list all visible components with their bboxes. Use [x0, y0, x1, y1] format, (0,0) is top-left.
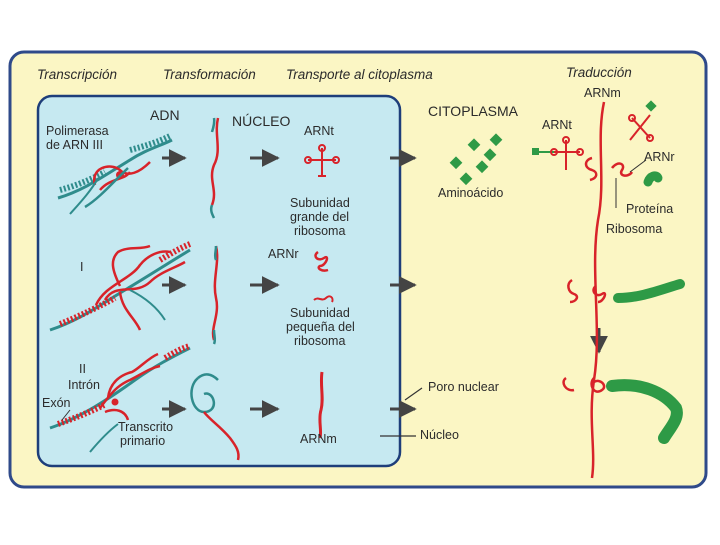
nucleus-pointer-label: Núcleo	[420, 428, 459, 442]
rrna-large-icon	[314, 250, 329, 272]
stage-transformation: Transformación	[163, 67, 256, 82]
pol-one-label: I	[80, 260, 84, 274]
stage-translation: Traducción	[566, 65, 632, 80]
cytoplasm-label: CITOPLASMA	[428, 103, 518, 119]
stage-transcription: Transcripción	[37, 67, 118, 82]
primary-transcript-line2: primario	[120, 434, 166, 448]
ribosome-subunits	[562, 156, 634, 393]
trna-nucleus-icon	[304, 144, 340, 177]
small-subunit-line1: Subunidad	[290, 306, 350, 320]
intron-label: Intrón	[68, 378, 100, 392]
amino-acids	[449, 133, 503, 186]
rrna-cytoplasm-label: ARNr	[644, 150, 675, 164]
protein-label: Proteína	[626, 202, 674, 216]
nuclear-pore-label: Poro nuclear	[428, 380, 499, 394]
stage-transport: Transporte al citoplasma	[286, 67, 433, 82]
small-subunit-line2: pequeña del	[286, 320, 355, 334]
dna-label: ADN	[150, 107, 180, 123]
rrna-nucleus-label: ARNr	[268, 247, 299, 261]
transcription-unit-pol-ii	[49, 343, 191, 453]
trna-cytoplasm-label: ARNt	[542, 118, 572, 132]
processed-transcripts	[190, 117, 240, 461]
ribosome-label: Ribosoma	[606, 222, 663, 236]
rrna-pointer	[629, 159, 647, 173]
nuclear-pore-pointer	[404, 387, 423, 401]
protein-chains	[606, 171, 685, 444]
large-subunit-line2: grande del	[290, 210, 350, 224]
arrows	[162, 149, 608, 418]
mrna-nucleus-icon	[318, 371, 324, 439]
transcription-unit-pol-i	[49, 241, 192, 332]
trna-cytoplasm-icon	[532, 136, 584, 170]
exon-label: Exón	[42, 396, 71, 410]
mrna-cytoplasm-label: ARNm	[584, 86, 621, 100]
rrna-small-icon	[313, 295, 334, 303]
small-subunit-line3: ribosoma	[294, 334, 346, 348]
large-subunit-line3: ribosoma	[294, 224, 346, 238]
polymerase-label-line1: Polimerasa	[46, 124, 109, 138]
pol-two-label: II	[79, 362, 86, 376]
polymerase-label-line2: de ARN III	[46, 138, 103, 152]
amino-acid-label: Aminoácido	[438, 186, 504, 200]
transcription-unit-pol-iii	[57, 133, 173, 215]
trna-nucleus-label: ARNt	[304, 124, 334, 138]
large-subunit-line1: Subunidad	[290, 196, 350, 210]
nucleus-label: NÚCLEO	[232, 113, 291, 129]
mrna-nucleus-label: ARNm	[300, 432, 337, 446]
primary-transcript-line1: Transcrito	[118, 420, 174, 434]
